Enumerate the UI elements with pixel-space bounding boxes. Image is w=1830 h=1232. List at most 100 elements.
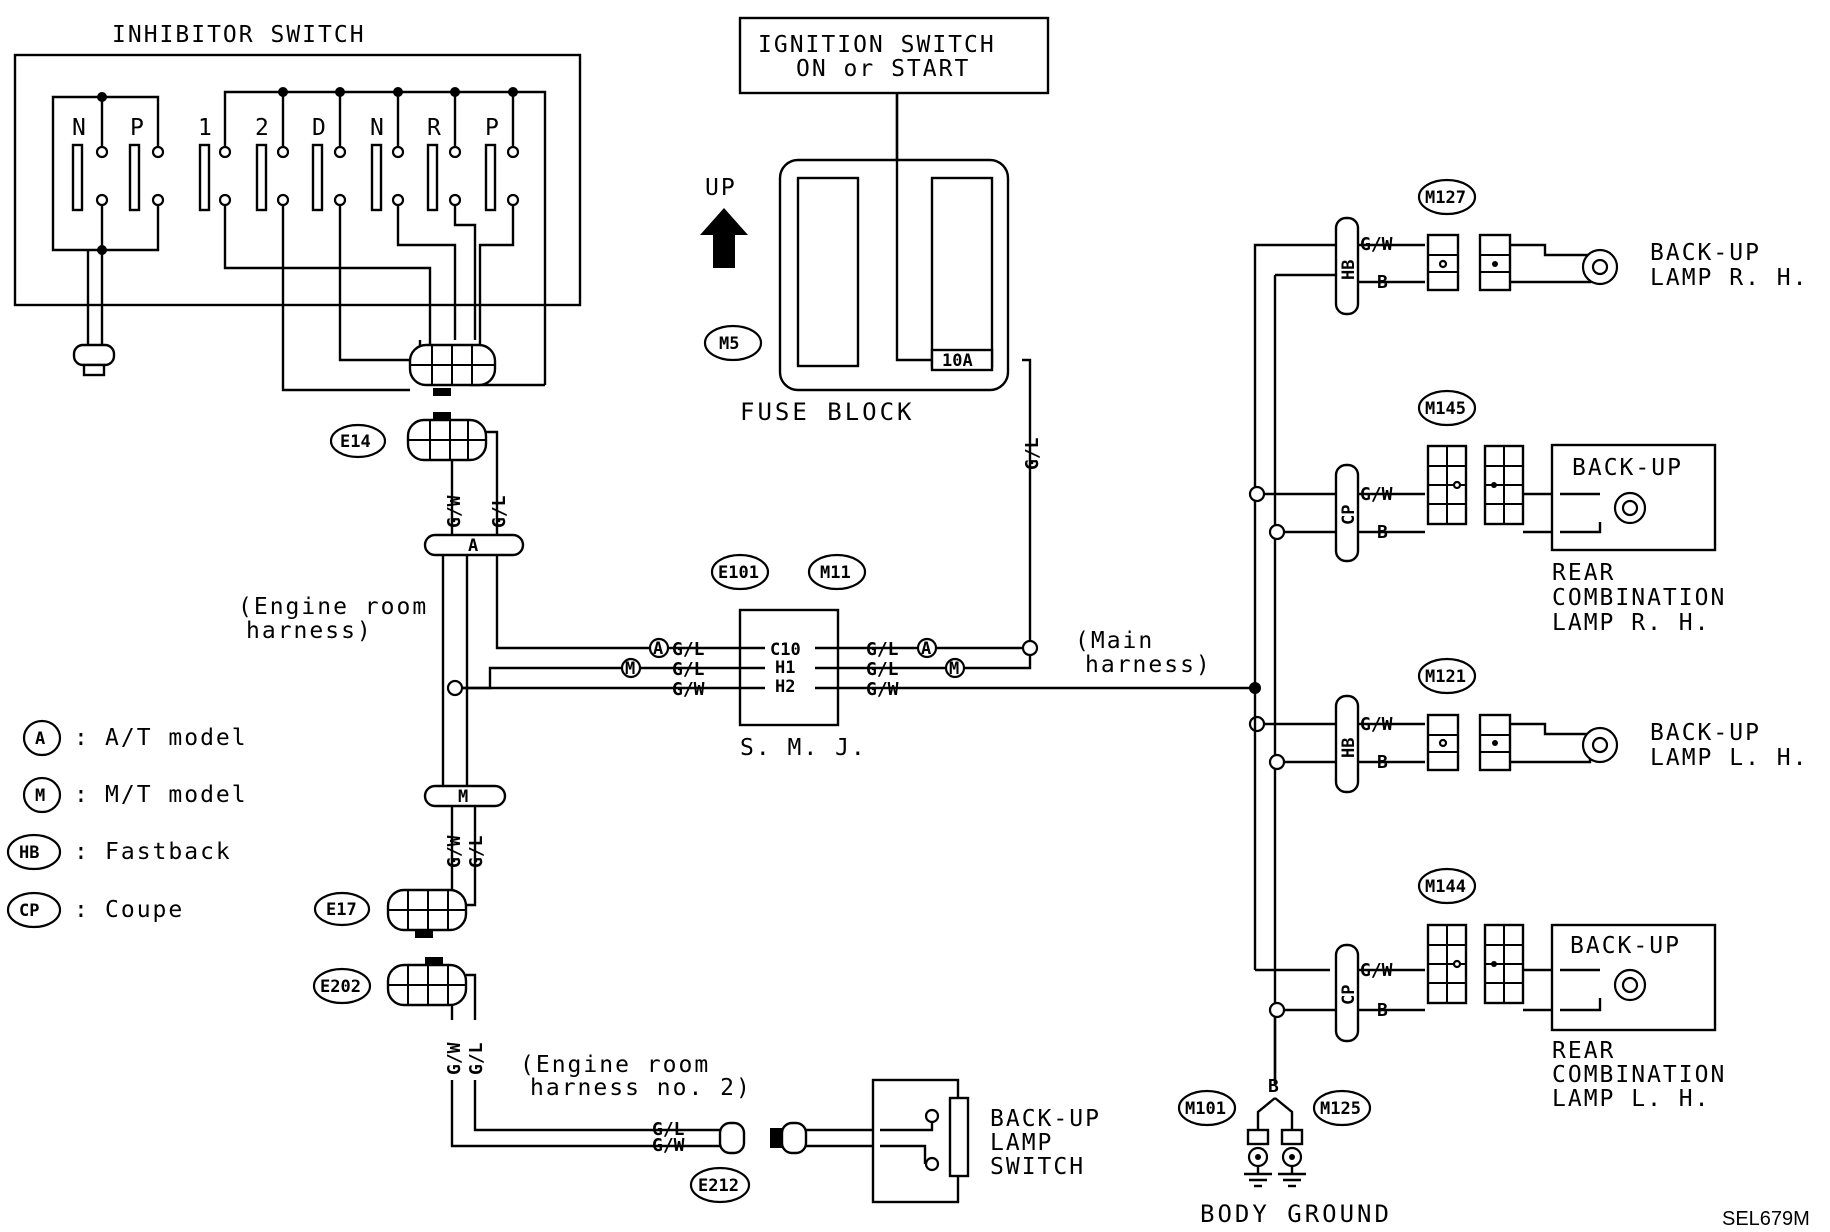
- branch-rh-hb: HB G/W B M127 BACK-UP LAMP R. H.: [1334, 178, 1806, 316]
- branch-rh-cp-badge: CP: [1339, 505, 1359, 525]
- wire-gl-fuse: G/L: [1022, 437, 1043, 470]
- engine-room-harness2-label-1: (Engine room: [520, 1052, 710, 1078]
- connector-m5-label: M5: [719, 334, 739, 354]
- backup-lamp-switch: BACK-UP LAMP SWITCH: [871, 1078, 1101, 1204]
- fuse-block: 10A FUSE BLOCK M5: [703, 93, 1010, 426]
- pos-d: D: [312, 115, 328, 141]
- main-harness-label-1: (Main: [1075, 628, 1154, 654]
- smj-right-m-badge: M: [949, 659, 959, 679]
- legend-hb-symbol: HB: [19, 843, 39, 863]
- smj-right-a-badge: A: [921, 639, 931, 659]
- legend-a-colon: :: [74, 725, 90, 751]
- engine-room-harness-label-1: (Engine room: [238, 594, 428, 620]
- pos-r: R: [427, 115, 443, 141]
- legend-m-text: M/T model: [105, 782, 248, 808]
- rear-combo-rh-label-3: LAMP R. H.: [1552, 610, 1710, 636]
- branch-rh-hb-badge: HB: [1339, 260, 1359, 280]
- up-label: UP: [705, 175, 737, 201]
- rear-combo-lh-label-2: COMBINATION: [1552, 1062, 1726, 1088]
- wire-gw-m144: G/W: [1360, 960, 1393, 981]
- connector-m144-label: M144: [1425, 877, 1466, 897]
- wire-gl-e14: G/L: [489, 495, 510, 528]
- connector-e14: E14: [329, 412, 499, 540]
- backup-lamp-switch-label-3: SWITCH: [990, 1154, 1085, 1180]
- legend-m-colon: :: [74, 782, 90, 808]
- ignition-switch-label-1: IGNITION SWITCH: [758, 32, 996, 58]
- connector-e14-label: E14: [340, 432, 371, 452]
- e14-wires: G/W G/L: [444, 495, 510, 528]
- fuse-block-label: FUSE BLOCK: [740, 398, 915, 426]
- smj-pin-c10: C10: [770, 640, 801, 660]
- connector-m145-label: M145: [1425, 399, 1466, 419]
- rear-combo-rh-backup-label: BACK-UP: [1572, 455, 1683, 481]
- smj-pin-h1: H1: [775, 658, 795, 678]
- backup-lamp-switch-label-2: LAMP: [990, 1130, 1053, 1156]
- wire-gw-m: G/W: [444, 835, 465, 868]
- body-ground-label: BODY GROUND: [1200, 1200, 1392, 1228]
- smj-left-a-badge: A: [653, 639, 663, 659]
- body-ground: B M101 M125 BODY GROUND: [1177, 1017, 1392, 1228]
- smj-left-badges: A M G/L G/L G/W: [620, 637, 705, 700]
- branch-lh-hb-badge: HB: [1339, 738, 1359, 758]
- backup-lamp-lh-label-2: LAMP L. H.: [1650, 745, 1808, 771]
- junction-a-label: A: [468, 536, 478, 556]
- wire-gl-smj-right-1: G/L: [866, 639, 899, 660]
- main-trunk: [1248, 243, 1345, 1085]
- pos-p: P: [485, 115, 501, 141]
- main-harness-label-2: harness): [1085, 652, 1212, 678]
- connector-m121-label: M121: [1425, 667, 1466, 687]
- inhibitor-switch: INHIBITOR SWITCH N P 1 2 D N R P: [13, 22, 582, 396]
- pos-1: 1: [198, 115, 214, 141]
- wire-b-ground: B: [1268, 1076, 1279, 1097]
- wire-b-m144: B: [1377, 1000, 1388, 1021]
- wire-gw-smj-right: G/W: [866, 679, 899, 700]
- up-arrow-icon: [700, 208, 748, 268]
- harness-junction-m: M: [423, 784, 507, 808]
- rear-combo-rh-label-2: COMBINATION: [1552, 585, 1726, 611]
- connector-m11-label: M11: [820, 563, 851, 583]
- wire-gw-m145: G/W: [1360, 484, 1393, 505]
- wire-gl-e212: G/L: [652, 1119, 685, 1140]
- ignition-switch-label-2: ON or START: [796, 56, 970, 82]
- smj-block: E101 M11 C10 H1 H2 S. M. J.: [640, 553, 1255, 761]
- connector-e17-label: E17: [326, 900, 357, 920]
- wire-gw-e14: G/W: [444, 495, 465, 528]
- backup-lamp-rh-label-1: BACK-UP: [1650, 240, 1761, 266]
- connector-e101-label: E101: [718, 563, 759, 583]
- connector-e17: E17: [313, 888, 468, 938]
- rear-combo-rh-label-1: REAR: [1552, 560, 1615, 586]
- engine-room-harness2-label-2: harness no. 2): [530, 1075, 752, 1101]
- legend-a-symbol: A: [35, 729, 45, 749]
- pos-n-left: N: [72, 115, 88, 141]
- backup-lamp-switch-label-1: BACK-UP: [990, 1106, 1101, 1132]
- rear-combo-lh-label-1: REAR: [1552, 1038, 1615, 1064]
- connector-e202-label: E202: [320, 977, 361, 997]
- rear-combo-lh-backup-label: BACK-UP: [1570, 933, 1681, 959]
- wire-gl-m: G/L: [466, 835, 487, 868]
- reference-code: SEL679M: [1722, 1208, 1810, 1230]
- wire-gw-e212: G/W: [652, 1135, 685, 1156]
- wire-gl-smj-right-2: G/L: [866, 659, 899, 680]
- connector-e202: E202: [312, 957, 477, 1020]
- wire-b-m121: B: [1377, 752, 1388, 773]
- branch-lh-cp-badge: CP: [1339, 985, 1359, 1005]
- inhibitor-switch-title: INHIBITOR SWITCH: [112, 22, 366, 48]
- legend-hb-text: Fastback: [105, 839, 232, 865]
- connector-m127-label: M127: [1425, 188, 1466, 208]
- wire-gl-smj-left-1: G/L: [672, 639, 705, 660]
- smj-label: S. M. J.: [740, 735, 867, 761]
- up-arrow: UP: [700, 175, 748, 268]
- wire-gw-m121: G/W: [1360, 714, 1393, 735]
- rear-combo-lh-label-3: LAMP L. H.: [1552, 1086, 1710, 1112]
- smj-left-m-badge: M: [625, 659, 635, 679]
- pos-n: N: [370, 115, 386, 141]
- legend-hb-colon: :: [74, 839, 90, 865]
- pos-p-left: P: [130, 115, 146, 141]
- wire-b-m127: B: [1377, 272, 1388, 293]
- junction-m-label: M: [458, 787, 468, 807]
- wire-gl-smj-left-2: G/L: [672, 659, 705, 680]
- connector-e212: E212: [689, 1121, 880, 1204]
- legend-cp-text: Coupe: [105, 897, 184, 923]
- smj-pin-h2: H2: [775, 677, 795, 697]
- wire-gl-e202: G/L: [466, 1042, 487, 1075]
